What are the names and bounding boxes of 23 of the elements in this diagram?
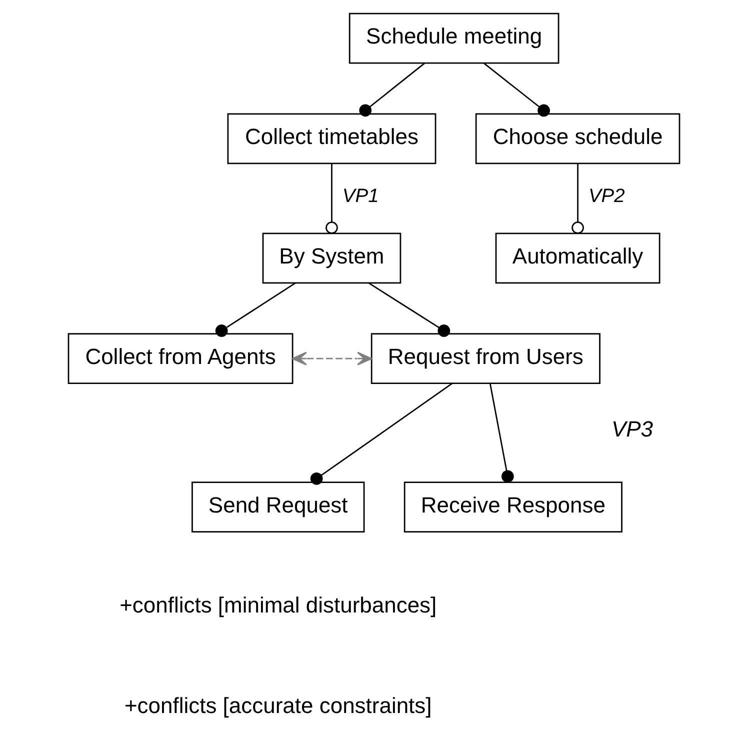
connector xyxy=(368,282,450,337)
node-box: Choose schedule xyxy=(475,113,680,164)
node-box: Automatically xyxy=(495,232,660,284)
label: VP3 xyxy=(611,416,654,442)
connector xyxy=(572,164,584,234)
node-box: By System xyxy=(262,232,402,284)
arrow xyxy=(292,352,372,366)
node-box: Send Request xyxy=(192,482,365,532)
label: +conflicts [accurate constraints] xyxy=(124,692,432,718)
connector xyxy=(489,383,514,483)
connector xyxy=(215,282,296,337)
label: +conflicts [minimal disturbances] xyxy=(120,592,437,618)
node-box: Schedule meeting xyxy=(348,12,560,64)
connector xyxy=(310,382,453,485)
node-box: Request from Users xyxy=(370,333,600,384)
connector xyxy=(359,62,425,117)
node-box: Collect timetables xyxy=(227,113,436,164)
edge-label: VP1 xyxy=(342,186,379,208)
node-box: Collect from Agents xyxy=(68,333,294,384)
connector xyxy=(326,164,338,234)
edge-label: VP2 xyxy=(588,186,625,208)
connector xyxy=(484,62,550,117)
node-box: Receive Response xyxy=(404,482,622,532)
